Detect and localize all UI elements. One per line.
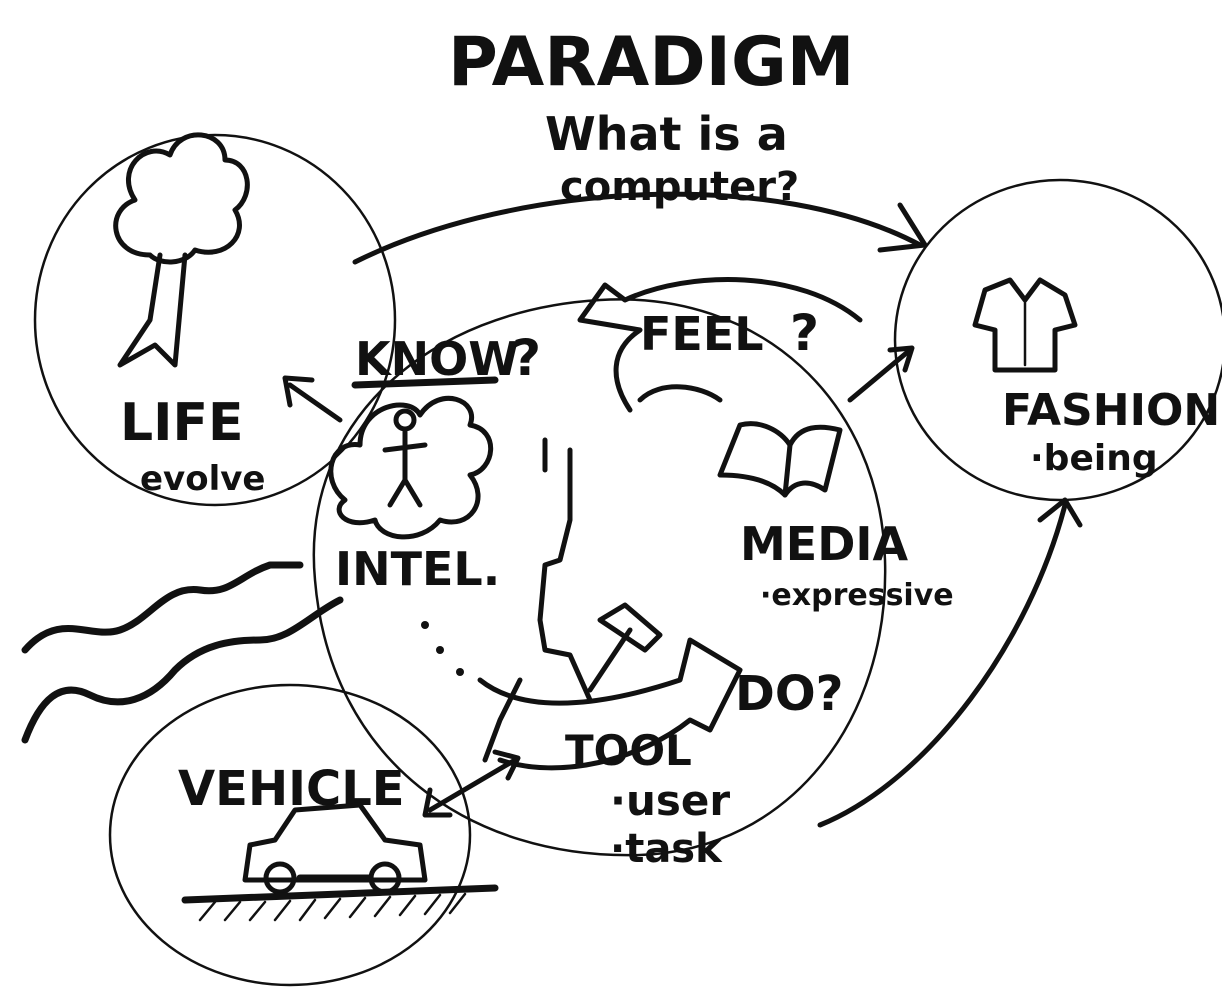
- intel-label: INTEL.: [335, 542, 500, 596]
- feel-label: FEEL: [640, 307, 764, 361]
- vehicle-label: VEHICLE: [178, 761, 405, 817]
- tool-sub1: ·user: [610, 776, 730, 825]
- thought-cloud: [328, 395, 494, 540]
- arrow-tool-to-fashion: [817, 502, 1068, 828]
- feel-arrow-inner: [637, 384, 723, 403]
- life-label: LIFE: [120, 393, 244, 453]
- arrowhead-tool: [492, 749, 521, 781]
- ground-hatch: [181, 884, 499, 922]
- life-sub: evolve: [140, 459, 265, 499]
- arrow-intel-to-life: [287, 382, 343, 423]
- arrowhead-fashion-bottom: [1037, 497, 1083, 528]
- vehicle-circle: [108, 683, 472, 987]
- hammer-icon: [587, 602, 663, 693]
- know-underline: [351, 376, 499, 389]
- car-icon: [242, 802, 428, 895]
- dotted-connector: [421, 621, 464, 676]
- feel-curved-arrow: [577, 277, 863, 413]
- know-question-mark: ?: [512, 329, 541, 387]
- arrow-media-to-fashion: [847, 347, 913, 403]
- fashion-label: FASHION: [1002, 385, 1220, 436]
- wavy-line-upper: [21, 561, 304, 654]
- line-tool-to-center: [482, 677, 523, 763]
- tool-label: TOOL: [565, 726, 692, 775]
- diagram-title: PARADIGM: [448, 23, 854, 102]
- wavy-line-lower: [21, 596, 344, 744]
- tool-sub2: ·task: [610, 826, 723, 872]
- do-curved-arrow: [477, 637, 743, 771]
- fashion-sub: ·being: [1030, 438, 1158, 479]
- shirt-icon: [972, 277, 1078, 373]
- arrowhead-life: [282, 375, 315, 408]
- arrowhead-vehicle: [422, 787, 453, 818]
- feel-question-mark: ?: [790, 304, 819, 362]
- arrowhead-fashion-media: [887, 345, 915, 373]
- diagram-subtitle-line1: What is a: [545, 107, 788, 161]
- media-label: MEDIA: [740, 517, 908, 571]
- diagram-subtitle-line2: computer?: [560, 164, 799, 210]
- profile-squiggle: [537, 437, 593, 703]
- arrowhead-fashion-top: [877, 202, 928, 253]
- center-circle: [312, 298, 887, 857]
- tree-icon: [113, 132, 250, 368]
- arrow-tool-vehicle: [427, 757, 518, 813]
- arrow-life-to-fashion: [352, 191, 923, 265]
- fashion-circle: [893, 178, 1222, 502]
- life-circle: [33, 133, 397, 507]
- do-label: DO?: [735, 666, 844, 722]
- media-sub: ·expressive: [760, 578, 954, 613]
- person-icon: [382, 408, 428, 508]
- book-icon: [717, 421, 843, 498]
